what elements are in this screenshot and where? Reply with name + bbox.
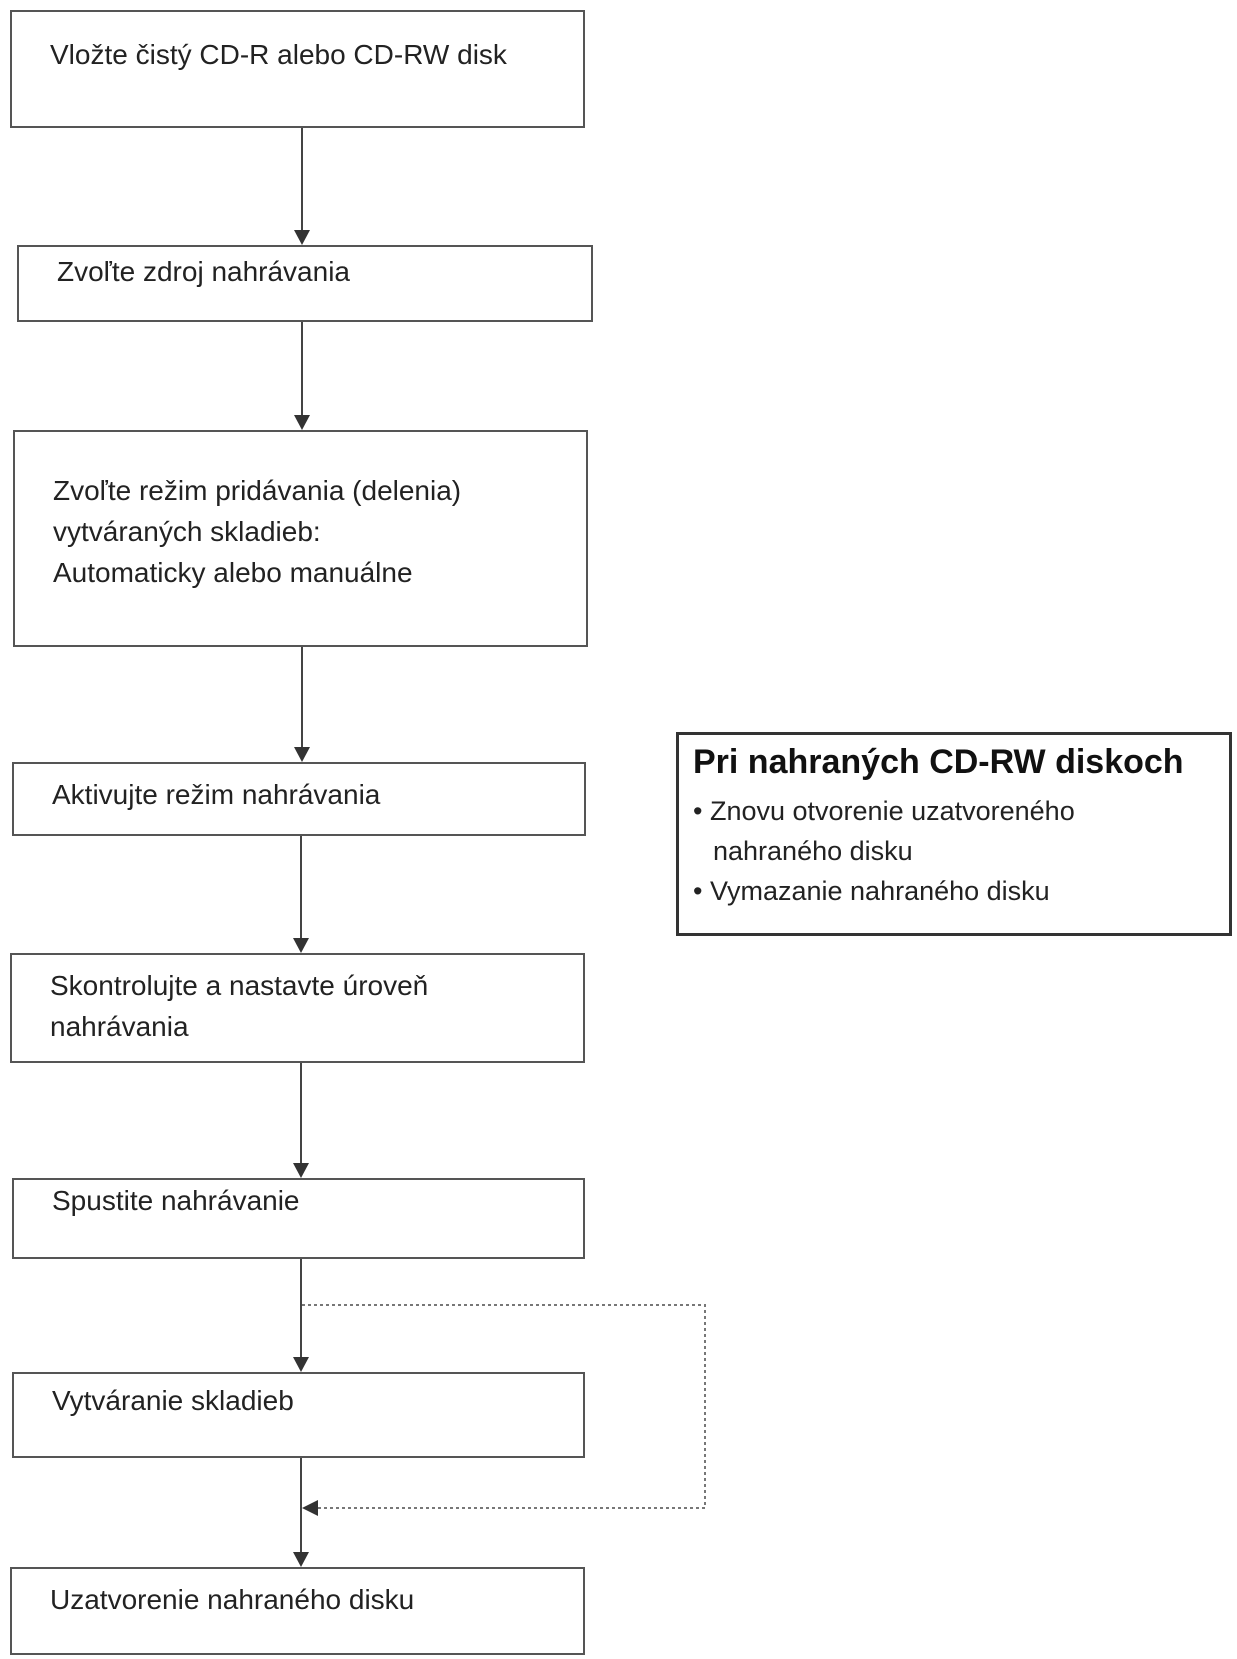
step-5-line-1: Skontrolujte a nastavte úroveň <box>50 970 429 1001</box>
step-text-1: Vložte čistý CD-R alebo CD-RW disk <box>50 34 507 75</box>
step-box-8: Uzatvorenie nahraného disku <box>10 1567 585 1655</box>
step-text-6: Spustite nahrávanie <box>52 1180 300 1221</box>
dotted-bypass-arrow <box>302 1304 706 1516</box>
arrow-6 <box>293 1259 309 1372</box>
step-box-3: Zvoľte režim pridávania (delenia) vytvár… <box>13 430 588 647</box>
arrow-4 <box>293 836 309 953</box>
step-3-line-3: Automaticky alebo manuálne <box>53 557 413 588</box>
step-box-7: Vytváranie skladieb <box>12 1372 585 1458</box>
step-1-line-1: Vložte čistý CD-R alebo CD-RW disk <box>50 39 507 70</box>
bullet-1-line-1: Znovu otvorenie uzatvoreného <box>709 796 1075 826</box>
step-5-line-2: nahrávania <box>50 1011 189 1042</box>
cd-rw-note-bullet-1-cont: nahraného disku <box>693 831 1075 871</box>
bullet-2-line-1: Vymazanie nahraného disku <box>709 876 1050 906</box>
step-text-7: Vytváranie skladieb <box>52 1380 294 1421</box>
cd-rw-note-box: Pri nahraných CD-RW diskoch • Znovu otvo… <box>676 732 1232 936</box>
step-text-5: Skontrolujte a nastavte úroveň nahrávani… <box>50 965 428 1047</box>
step-box-5: Skontrolujte a nastavte úroveň nahrávani… <box>10 953 585 1063</box>
bullet-dot-1: • <box>693 796 703 826</box>
step-3-line-2: vytváraných skladieb: <box>53 516 321 547</box>
arrow-7 <box>293 1458 309 1567</box>
step-box-4: Aktivujte režim nahrávania <box>12 762 586 836</box>
step-box-1: Vložte čistý CD-R alebo CD-RW disk <box>10 10 585 128</box>
cd-rw-note-bullet-1: • Znovu otvorenie uzatvoreného <box>693 791 1075 831</box>
cd-rw-note-bullets: • Znovu otvorenie uzatvoreného nahraného… <box>693 791 1075 911</box>
arrow-3 <box>294 647 310 762</box>
step-6-line-1: Spustite nahrávanie <box>52 1185 300 1216</box>
step-8-line-1: Uzatvorenie nahraného disku <box>50 1584 415 1615</box>
arrow-2 <box>294 322 310 430</box>
step-box-6: Spustite nahrávanie <box>12 1178 585 1259</box>
bullet-dot-2: • <box>693 876 703 906</box>
step-text-4: Aktivujte režim nahrávania <box>52 774 380 815</box>
cd-rw-note-title: Pri nahraných CD-RW diskoch <box>693 743 1184 781</box>
cd-rw-note-bullet-2: • Vymazanie nahraného disku <box>693 871 1075 911</box>
step-box-2: Zvoľte zdroj nahrávania <box>17 245 593 322</box>
step-4-line-1: Aktivujte režim nahrávania <box>52 779 381 810</box>
step-text-2: Zvoľte zdroj nahrávania <box>57 251 350 292</box>
step-2-line-1: Zvoľte zdroj nahrávania <box>57 256 350 287</box>
step-text-3: Zvoľte režim pridávania (delenia) vytvár… <box>53 470 461 593</box>
step-7-line-1: Vytváranie skladieb <box>52 1385 294 1416</box>
arrow-1 <box>294 128 310 245</box>
step-3-line-1: Zvoľte režim pridávania (delenia) <box>53 475 462 506</box>
arrow-5 <box>293 1063 309 1178</box>
bullet-1-line-2: nahraného disku <box>713 836 913 866</box>
step-text-8: Uzatvorenie nahraného disku <box>50 1579 414 1620</box>
